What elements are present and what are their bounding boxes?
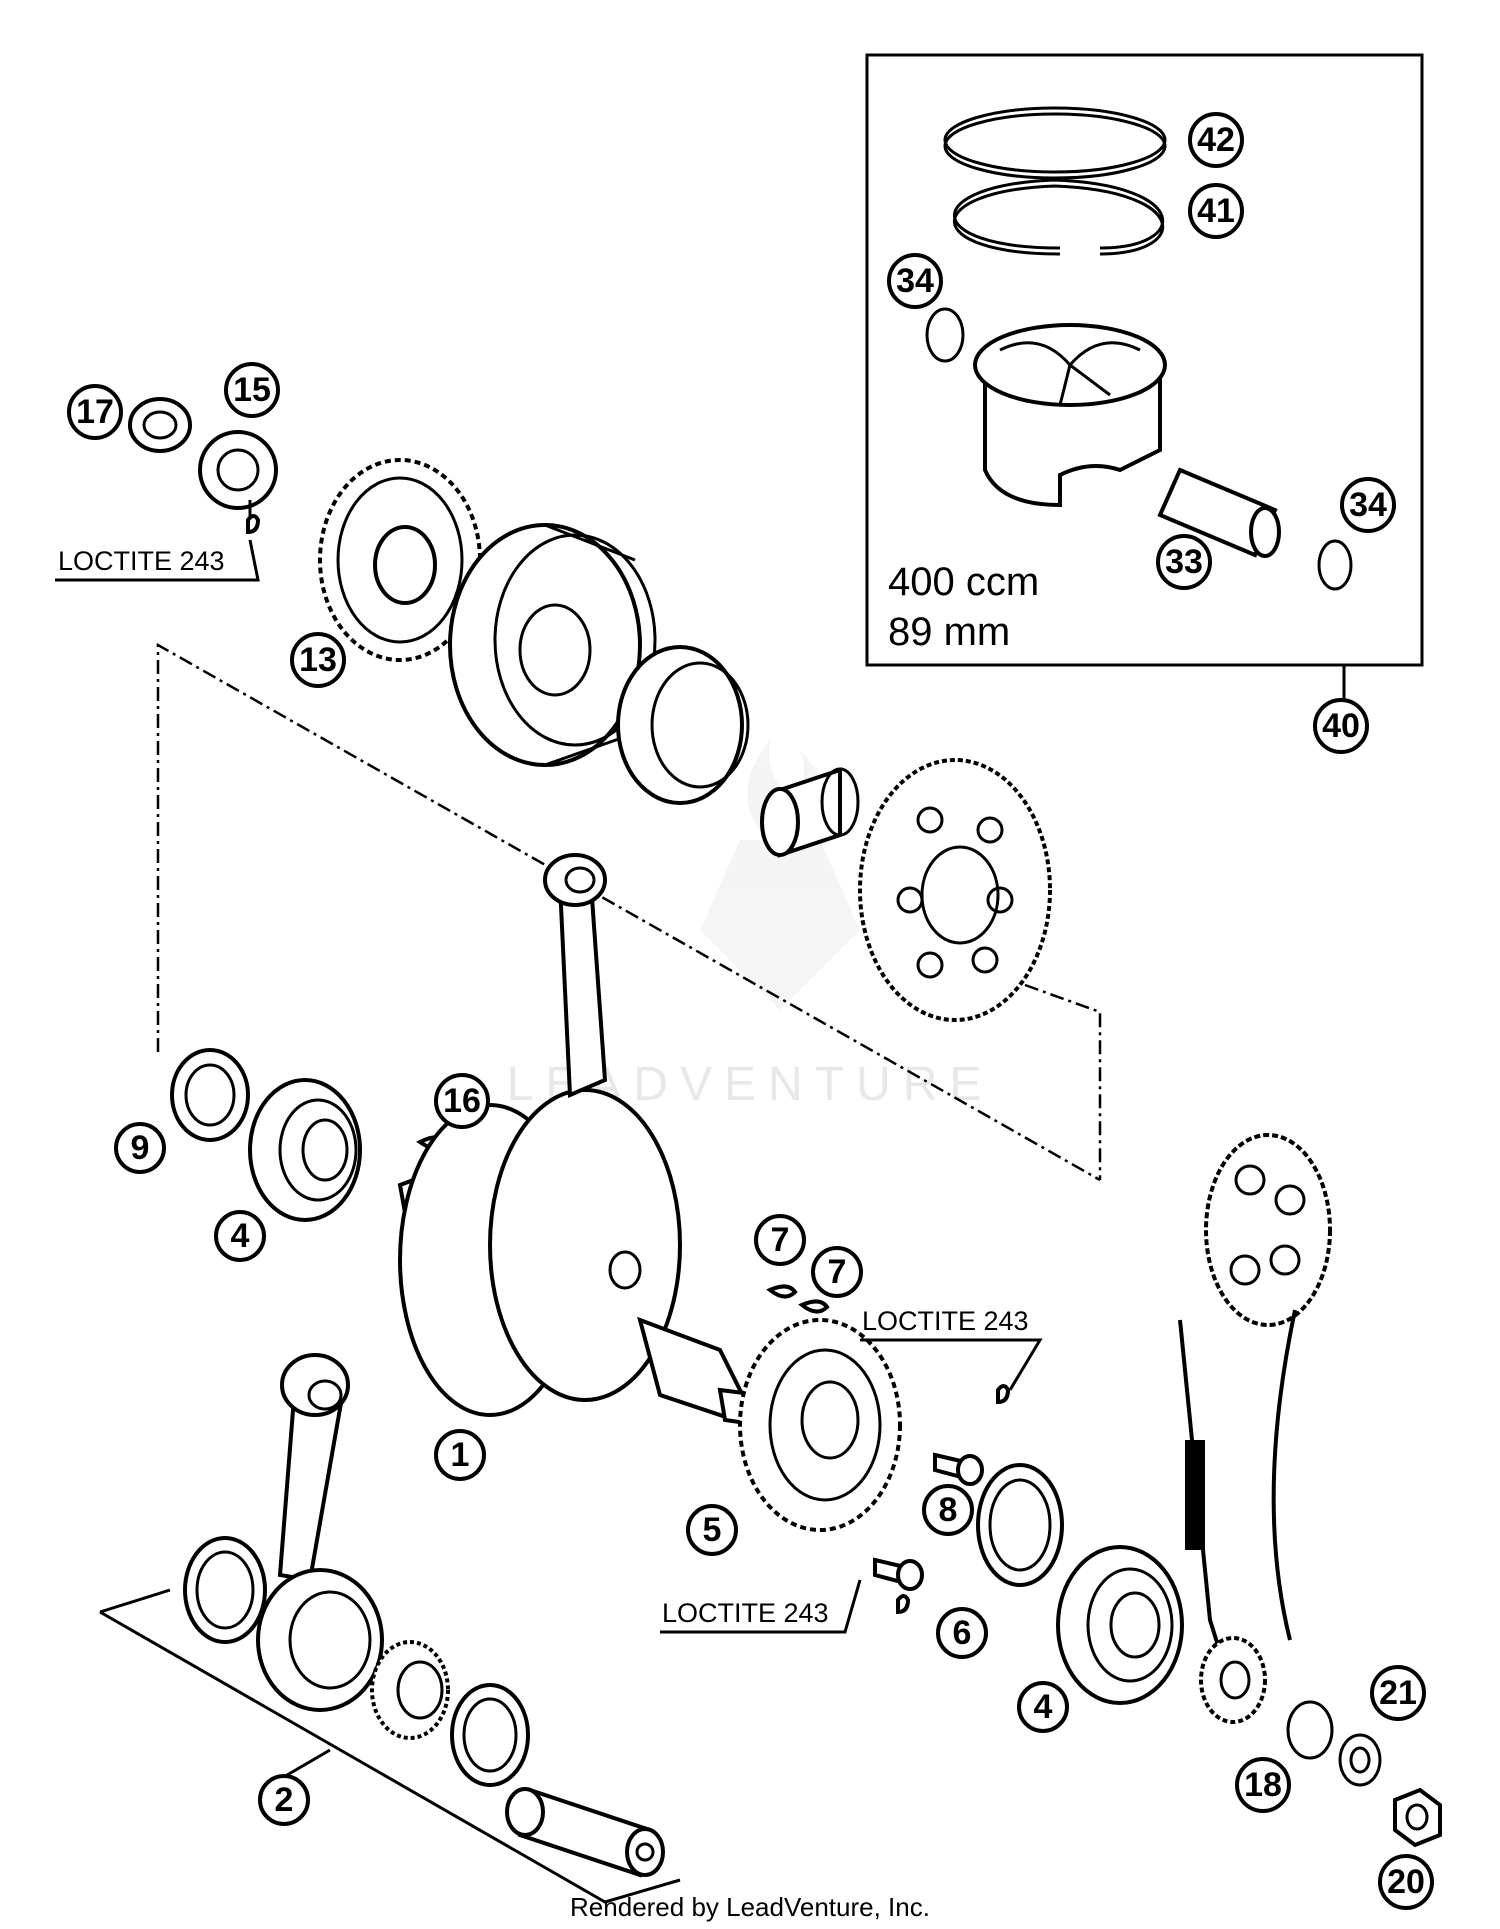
piston	[973, 323, 1167, 508]
callout-8: 8	[922, 1484, 974, 1536]
callout-5: 5	[686, 1504, 738, 1556]
svg-text:34: 34	[896, 262, 934, 300]
gear-5	[738, 1318, 902, 1532]
svg-text:7: 7	[771, 1221, 790, 1259]
svg-text:1: 1	[451, 1436, 470, 1474]
bearing-4-right	[1056, 1545, 1184, 1705]
callout-15: 15	[224, 362, 280, 418]
callout-34-right: 34	[1340, 477, 1396, 533]
svg-text:21: 21	[1379, 1674, 1417, 1712]
callout-9: 9	[114, 1122, 166, 1174]
woodruff-key-7b	[798, 1299, 830, 1314]
svg-text:17: 17	[76, 393, 114, 431]
svg-text:4: 4	[1034, 1688, 1053, 1726]
svg-text:6: 6	[953, 1614, 972, 1652]
threadlock-drop-upper	[996, 1384, 1011, 1405]
circlip-34-right	[1317, 539, 1353, 591]
svg-text:LOCTITE 243: LOCTITE 243	[58, 546, 225, 576]
svg-text:18: 18	[1244, 1766, 1282, 1804]
svg-text:20: 20	[1387, 1863, 1425, 1901]
svg-text:34: 34	[1349, 486, 1387, 524]
svg-text:5: 5	[703, 1511, 722, 1549]
svg-text:7: 7	[828, 1253, 847, 1291]
svg-text:16: 16	[443, 1082, 481, 1120]
svg-text:2: 2	[275, 1781, 294, 1819]
callout-18: 18	[1235, 1757, 1291, 1813]
callout-41: 41	[1188, 183, 1244, 239]
connecting-rod	[256, 1353, 384, 1712]
svg-text:42: 42	[1197, 121, 1235, 159]
crankshaft	[397, 853, 762, 1428]
svg-text:15: 15	[233, 371, 271, 409]
threadlock-drop-top	[246, 514, 261, 535]
shim-6	[976, 1463, 1064, 1587]
svg-text:LOCTITE 243: LOCTITE 243	[862, 1306, 1029, 1336]
flywheel-housing	[448, 523, 657, 767]
loctite-note-mid-right: LOCTITE 243	[860, 1306, 1043, 1391]
svg-text:8: 8	[939, 1491, 958, 1529]
callout-33: 33	[1156, 534, 1212, 590]
svg-text:4: 4	[231, 1217, 250, 1255]
loctite-note-lower: LOCTITE 243	[660, 1579, 862, 1634]
assembly-line-upper	[156, 642, 1101, 1182]
callout-7b: 7	[811, 1246, 863, 1298]
svg-text:33: 33	[1165, 543, 1203, 581]
callout-20: 20	[1378, 1854, 1434, 1910]
callout-34-left: 34	[887, 253, 943, 309]
assembly-line-upper-right	[1024, 983, 1102, 1180]
callout-17: 17	[67, 384, 123, 440]
kit-bore: 89 mm	[888, 610, 1010, 654]
piston-ring-41	[953, 178, 1165, 256]
callout-7a: 7	[754, 1214, 806, 1266]
callout-4-left: 4	[214, 1210, 266, 1262]
svg-text:13: 13	[299, 641, 337, 679]
seal-17	[128, 397, 192, 453]
callout-40: 40	[1313, 698, 1369, 754]
callout-21: 21	[1370, 1665, 1426, 1721]
circlip-18	[1286, 1700, 1334, 1760]
callout-16: 16	[434, 1073, 490, 1129]
callout-42: 42	[1188, 112, 1244, 168]
crank-pin	[505, 1787, 665, 1878]
svg-text:9: 9	[131, 1129, 150, 1167]
piston-pin	[1157, 467, 1281, 558]
kit-displacement: 400 ccm	[888, 560, 1039, 604]
circlip-34-left	[925, 307, 965, 363]
timing-chain	[1178, 1133, 1332, 1724]
needle-bearing-lower	[370, 1640, 450, 1740]
bolt-8-upper	[933, 1452, 984, 1486]
piston-kit-box	[865, 53, 1424, 667]
bearing-15	[198, 430, 278, 520]
callout-2: 2	[258, 1774, 310, 1826]
callout-6: 6	[936, 1607, 988, 1659]
svg-text:40: 40	[1322, 707, 1360, 745]
starter-gear	[858, 758, 1052, 1022]
freewheel	[616, 645, 750, 805]
callout-4-right: 4	[1017, 1681, 1069, 1733]
svg-text:41: 41	[1197, 192, 1235, 230]
bearing-4-left	[248, 1078, 362, 1222]
piston-ring-42	[943, 106, 1167, 180]
thrust-washer-left	[183, 1536, 267, 1644]
bolt-8-lower	[873, 1557, 924, 1591]
footer-credit: Rendered by LeadVenture, Inc.	[570, 1892, 930, 1922]
nut-20	[1393, 1787, 1442, 1848]
conrod-group-bracket	[99, 1588, 681, 1904]
needle-bearing-upper	[760, 767, 860, 858]
washer-21	[1338, 1733, 1382, 1787]
threadlock-drop-lower	[896, 1594, 911, 1615]
callout-13: 13	[290, 632, 346, 688]
callout-1: 1	[434, 1429, 486, 1481]
seal-9	[170, 1048, 250, 1142]
woodruff-key-7a	[766, 1284, 798, 1299]
loctite-note-top-left: LOCTITE 243	[55, 539, 260, 582]
svg-text:LOCTITE 243: LOCTITE 243	[662, 1598, 829, 1628]
thrust-washer-right	[450, 1683, 530, 1787]
